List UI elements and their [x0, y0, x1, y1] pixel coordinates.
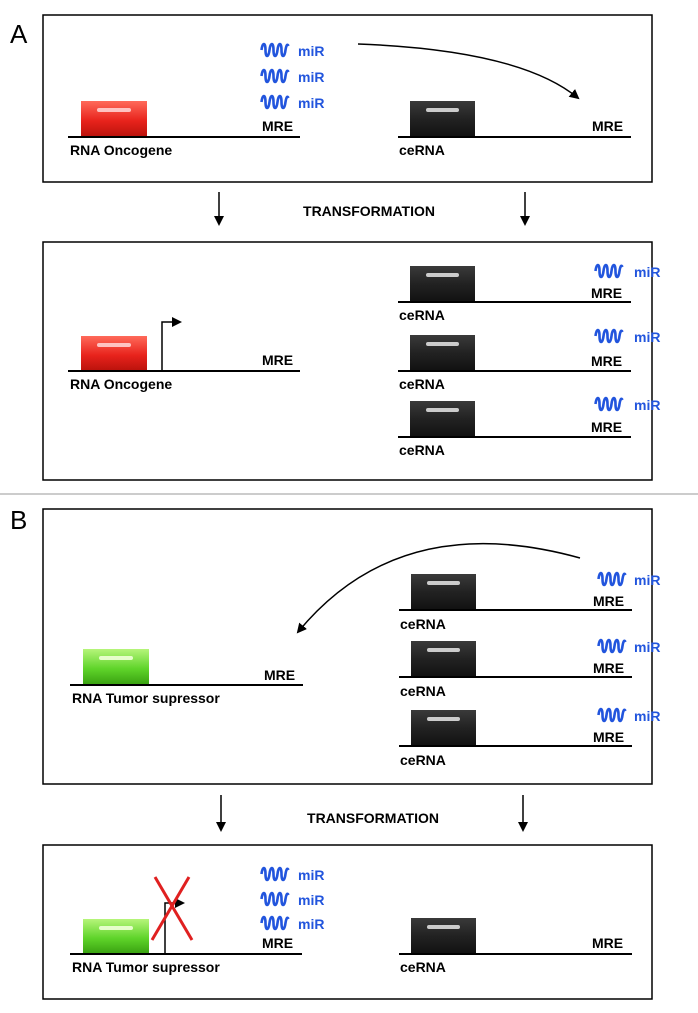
- mre-label: MRE: [262, 118, 293, 134]
- cross-stroke: [150, 876, 191, 941]
- cerna-highlight: [426, 408, 459, 412]
- cerna-highlight: [427, 581, 460, 585]
- mir-stack: miR miR miR: [260, 866, 324, 932]
- cerna-highlight: [426, 273, 459, 277]
- oncogene-block: [81, 336, 147, 371]
- oncogene-label: RNA Oncogene: [70, 376, 172, 392]
- oncogene-highlight: [97, 343, 131, 347]
- mir-label: miR: [298, 95, 324, 111]
- mir-label: miR: [634, 572, 660, 588]
- release-arrow: [296, 542, 581, 634]
- panel-a-top-box: [42, 14, 653, 183]
- mre-label: MRE: [592, 118, 623, 134]
- cerna-block: [410, 101, 475, 137]
- mre-label: MRE: [593, 593, 624, 609]
- cerna-block: [410, 335, 475, 371]
- cerna-row: miR MRE ceRNA: [399, 707, 660, 768]
- cerna-block: [411, 641, 476, 677]
- transcription-arrow-icon: [161, 317, 182, 371]
- mir-label: miR: [298, 43, 324, 59]
- mir-label: miR: [634, 708, 660, 724]
- blocked-cross-icon: [150, 876, 194, 941]
- mre-label: MRE: [591, 353, 622, 369]
- oncogene-highlight: [97, 108, 131, 112]
- panel-a-letter: A: [10, 19, 28, 49]
- cerna-label: ceRNA: [400, 752, 446, 768]
- cerna-highlight: [427, 925, 460, 929]
- cerna-row: miR MRE ceRNA: [399, 638, 660, 699]
- cerna-label: ceRNA: [400, 616, 446, 632]
- cerna-row: miR MRE ceRNA: [398, 328, 660, 392]
- cerna-label: ceRNA: [399, 307, 445, 323]
- oncogene-block: [81, 101, 147, 137]
- cerna-row: miR MRE ceRNA: [398, 396, 660, 458]
- cerna-label: ceRNA: [400, 683, 446, 699]
- cerna-highlight: [426, 342, 459, 346]
- tumor-suppressor-highlight: [99, 926, 133, 930]
- mir-label: miR: [298, 916, 324, 932]
- mre-label: MRE: [593, 729, 624, 745]
- mre-label: MRE: [264, 667, 295, 683]
- cerna-label: ceRNA: [399, 142, 445, 158]
- cerna-row: miR MRE ceRNA: [399, 571, 660, 632]
- panel-b-top-box: [42, 508, 653, 785]
- mir-stack: miR miR miR: [260, 42, 324, 111]
- mre-label: MRE: [591, 419, 622, 435]
- mre-label: MRE: [593, 660, 624, 676]
- transformation-label: TRANSFORMATION: [307, 810, 439, 826]
- tumor-suppressor-block: [83, 919, 149, 954]
- cerna-label: ceRNA: [399, 376, 445, 392]
- cerna-block: [410, 266, 475, 302]
- cerna-block: [411, 574, 476, 610]
- cerna-block: [411, 710, 476, 746]
- transcription-arrow-icon: [164, 898, 185, 954]
- mir-label: miR: [298, 69, 324, 85]
- cerna-highlight: [427, 717, 460, 721]
- cerna-highlight: [426, 108, 459, 112]
- mre-label: MRE: [262, 352, 293, 368]
- mir-label: miR: [634, 329, 660, 345]
- cerna-label: ceRNA: [399, 442, 445, 458]
- mir-label: miR: [634, 264, 660, 280]
- cerna-block: [411, 918, 476, 954]
- mre-label: MRE: [262, 935, 293, 951]
- cerna-row: miR MRE ceRNA: [398, 263, 660, 323]
- mir-label: miR: [634, 397, 660, 413]
- transformation-label: TRANSFORMATION: [303, 203, 435, 219]
- cross-stroke: [153, 876, 194, 941]
- sequestration-arrow: [357, 43, 580, 100]
- mre-label: MRE: [592, 935, 623, 951]
- cerna-label: ceRNA: [400, 959, 446, 975]
- tumor-suppressor-label: RNA Tumor supressor: [72, 690, 220, 706]
- tumor-suppressor-highlight: [99, 656, 133, 660]
- mir-label: miR: [298, 867, 324, 883]
- oncogene-label: RNA Oncogene: [70, 142, 172, 158]
- panel-b-letter: B: [10, 505, 27, 535]
- mre-label: MRE: [591, 285, 622, 301]
- cerna-highlight: [427, 648, 460, 652]
- mir-label: miR: [634, 639, 660, 655]
- mir-label: miR: [298, 892, 324, 908]
- tumor-suppressor-block: [83, 649, 149, 685]
- cerna-block: [410, 401, 475, 437]
- tumor-suppressor-label: RNA Tumor supressor: [72, 959, 220, 975]
